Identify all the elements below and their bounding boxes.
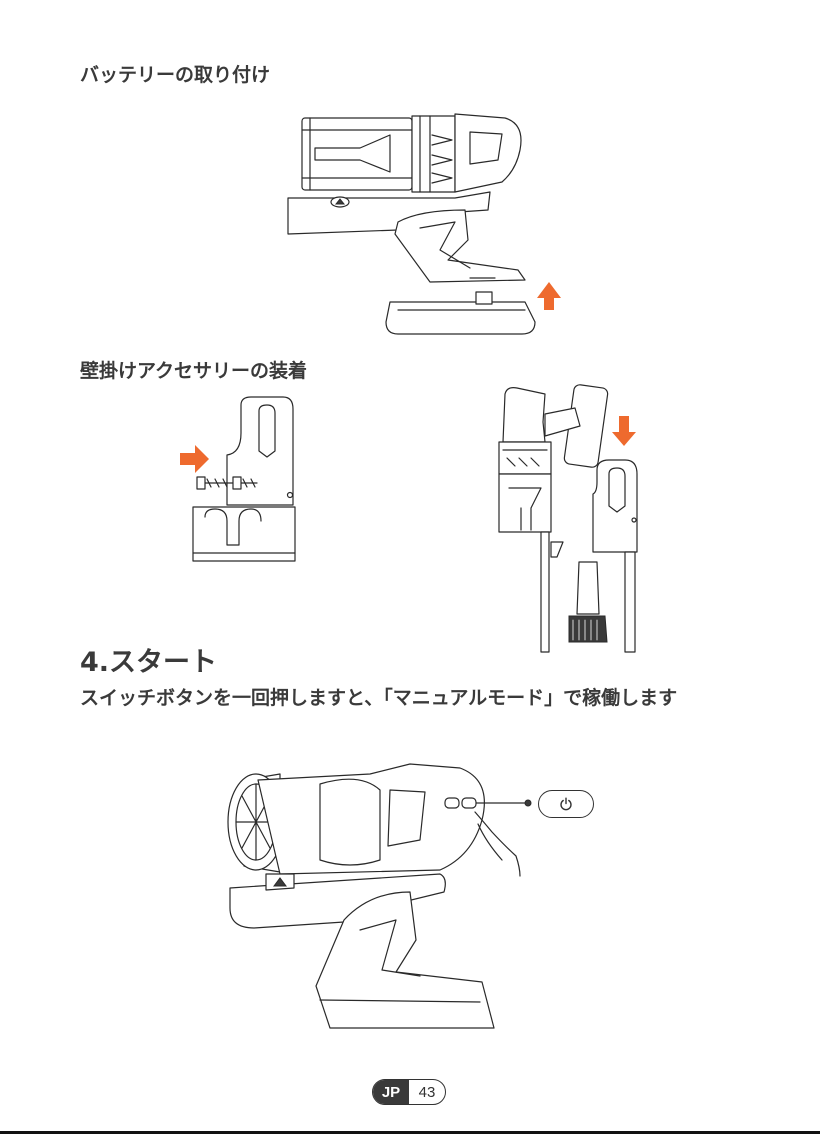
- page-number: 43: [409, 1080, 445, 1104]
- start-heading: 4.スタート: [80, 640, 217, 679]
- small-power-icon: [462, 798, 476, 808]
- down-arrow-icon: [612, 416, 636, 446]
- power-button[interactable]: [538, 790, 594, 818]
- power-icon: [559, 797, 573, 811]
- battery-install-heading: バッテリーの取り付け: [80, 60, 270, 87]
- up-arrow-icon: [537, 282, 561, 310]
- bottom-divider: [0, 1131, 820, 1134]
- language-code: JP: [373, 1080, 409, 1104]
- wall-mount-screw-illustration: [175, 395, 305, 565]
- battery-attach-illustration: [280, 110, 570, 340]
- start-description: スイッチボタンを一回押しますと、「マニュアルモード」で稼働します: [80, 686, 720, 711]
- usb-icon: [445, 798, 459, 808]
- page-number-badge: JP 43: [372, 1079, 446, 1105]
- mounted-vacuum-illustration: [485, 382, 655, 660]
- right-arrow-icon: [180, 445, 209, 473]
- wall-mount-heading: 壁掛けアクセサリーの装着: [80, 356, 307, 383]
